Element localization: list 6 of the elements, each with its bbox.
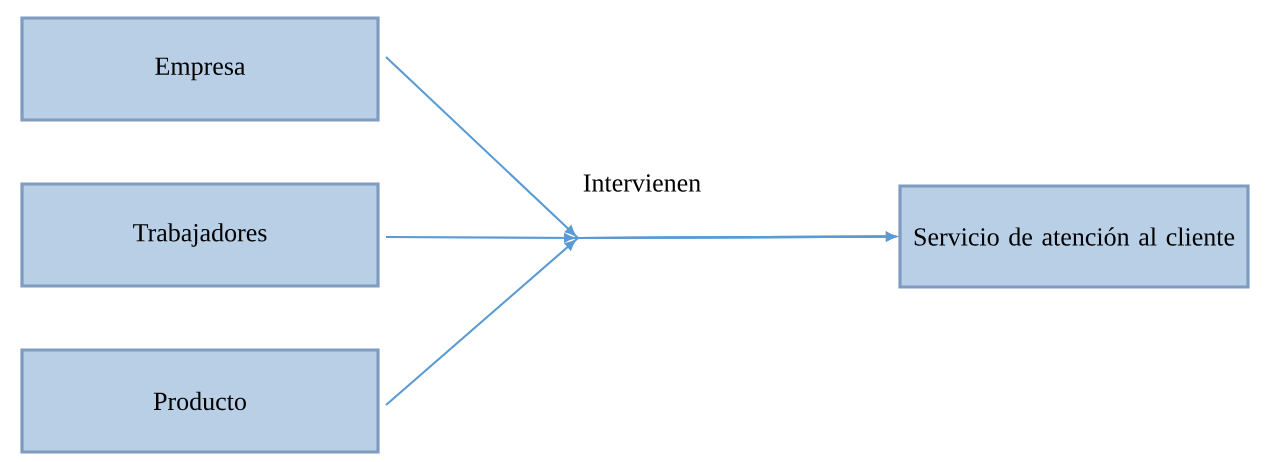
process-box: Empresa xyxy=(20,16,380,122)
arrow xyxy=(385,232,897,406)
process-box: Trabajadores xyxy=(20,182,380,288)
process-box: Producto xyxy=(20,348,380,454)
process-box: Servicio de atención al cliente xyxy=(898,184,1250,289)
annotation-text: Intervienen xyxy=(583,174,701,192)
